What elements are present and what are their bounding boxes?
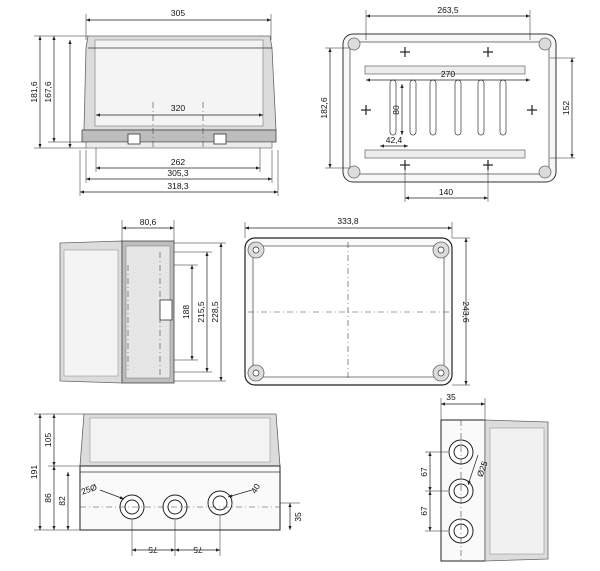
side-dim-h2: 215,5 — [196, 301, 206, 323]
rear-corner-br — [538, 165, 552, 179]
br-dim-depth: 35 — [446, 392, 456, 402]
rear-dim-bottom-span: 140 — [439, 187, 453, 197]
front-hinge-left — [127, 133, 141, 145]
rear-dim-height-left: 182,6 — [319, 97, 329, 119]
rear-dim-slot-width: 42,4 — [386, 135, 403, 145]
front-dim-height-total: 181,6 — [29, 81, 39, 103]
bl-dim-h-total: 191 — [29, 465, 39, 479]
front-lid-inner — [94, 39, 264, 127]
front-view: 305 181,6 167,6 320 262 305,3 318,3 — [29, 8, 279, 196]
side-dim-depth: 80,6 — [140, 217, 157, 227]
rear-dim-rail-span: 270 — [441, 69, 455, 79]
bl-dim-d40: 40 — [249, 482, 263, 495]
front-dim-height-body: 167,6 — [43, 81, 53, 103]
top-dim-height: 243,6 — [461, 301, 471, 323]
rear-view: 263,5 270 182,6 152 80 42,4 140 — [319, 5, 575, 202]
bl-dim-h-35: 35 — [293, 512, 303, 522]
rear-dim-height-right: 152 — [561, 101, 571, 115]
bl-dim-pitch-left: 75 — [148, 545, 158, 555]
side-dim-h3: 228,5 — [210, 301, 220, 323]
bl-dim-h-hole: 82 — [57, 496, 67, 506]
front-dim-hinge-span: 262 — [171, 157, 185, 167]
front-hinge-right — [213, 133, 227, 145]
rear-dim-top-span: 263,5 — [437, 5, 459, 15]
top-dim-width: 333,8 — [337, 216, 359, 226]
side-view: 80,6 188 215,5 228,5 — [59, 217, 226, 384]
side-latch — [159, 299, 173, 321]
br-dim-pitch-top: 67 — [419, 467, 429, 477]
rear-corner-tl — [347, 37, 361, 51]
bl-dim-pitch-right: 75 — [193, 545, 203, 555]
br-dim-pitch-bottom: 67 — [419, 506, 429, 516]
top-view: 333,8 243,6 — [244, 216, 471, 386]
front-dim-width-total: 318,3 — [167, 181, 189, 191]
bl-dim-h-lower: 86 — [43, 493, 53, 503]
bottom-left-view: 191 105 86 82 25Ø 40 35 75 75 — [29, 413, 303, 556]
side-dim-h1: 188 — [181, 305, 191, 319]
bottom-right-view: 35 67 67 Ø25 — [419, 392, 549, 562]
front-dim-width-top: 305 — [171, 8, 185, 18]
front-base — [81, 129, 277, 143]
rear-corner-tr — [538, 37, 552, 51]
front-dim-width-base: 305,3 — [167, 168, 189, 178]
rear-dim-slot-height: 80 — [391, 105, 401, 115]
front-dim-inner-span: 320 — [171, 103, 185, 113]
rear-corner-bl — [347, 165, 361, 179]
bl-dim-h-upper: 105 — [43, 433, 53, 447]
